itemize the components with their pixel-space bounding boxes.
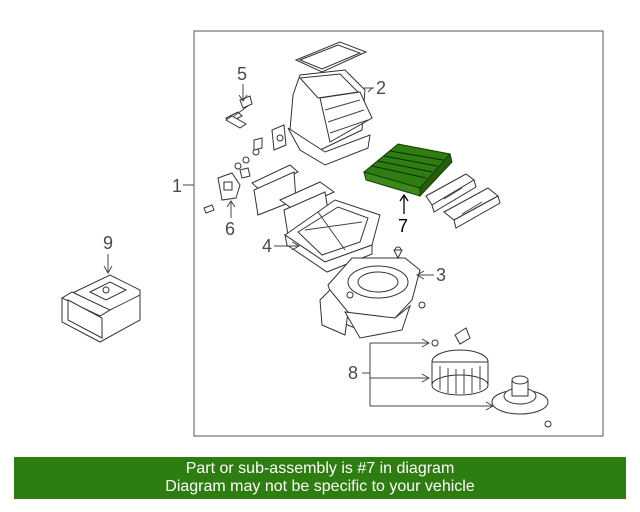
part-6-actuator[interactable] [203,137,263,214]
notice-banner: Part or sub-assembly is #7 in diagram Di… [14,457,626,499]
callout-8-label: 8 [348,363,358,383]
callout-5[interactable]: 5 [237,64,248,102]
part-7-cabin-air-filter[interactable] [362,143,453,198]
assembly-frame [193,30,604,437]
callout-2[interactable]: 2 [364,78,386,98]
callout-4[interactable]: 4 [262,236,301,256]
callout-4-label: 4 [262,236,272,256]
banner-line-1: Part or sub-assembly is #7 in diagram [185,460,455,477]
callout-7-label: 7 [398,216,408,236]
part-2-heater-unit-upper-case[interactable] [271,41,373,166]
part-8-blower-motor[interactable] [431,327,552,428]
callout-1[interactable]: 1 [172,176,194,196]
callout-6[interactable]: 6 [225,200,236,239]
callout-3-label: 3 [436,265,446,285]
callout-8[interactable]: 8 [348,338,495,411]
banner-line-2: Diagram may not be specific to your vehi… [165,478,475,495]
callout-2-label: 2 [376,78,386,98]
callout-9-label: 9 [103,233,113,253]
callout-5-label: 5 [237,64,247,84]
part-4-filter-cover[interactable] [284,199,381,273]
callout-7[interactable]: 7 [398,193,409,236]
part-filter-doors[interactable] [425,173,501,229]
part-3-blower-case[interactable] [319,246,426,339]
part-seal-panels[interactable] [251,164,335,236]
part-5-clip[interactable] [225,95,253,129]
callout-6-label: 6 [225,219,235,239]
callout-1-label: 1 [172,176,182,196]
callout-3[interactable]: 3 [415,265,446,285]
part-9-duct[interactable] [60,274,141,343]
callout-9[interactable]: 9 [103,233,113,275]
